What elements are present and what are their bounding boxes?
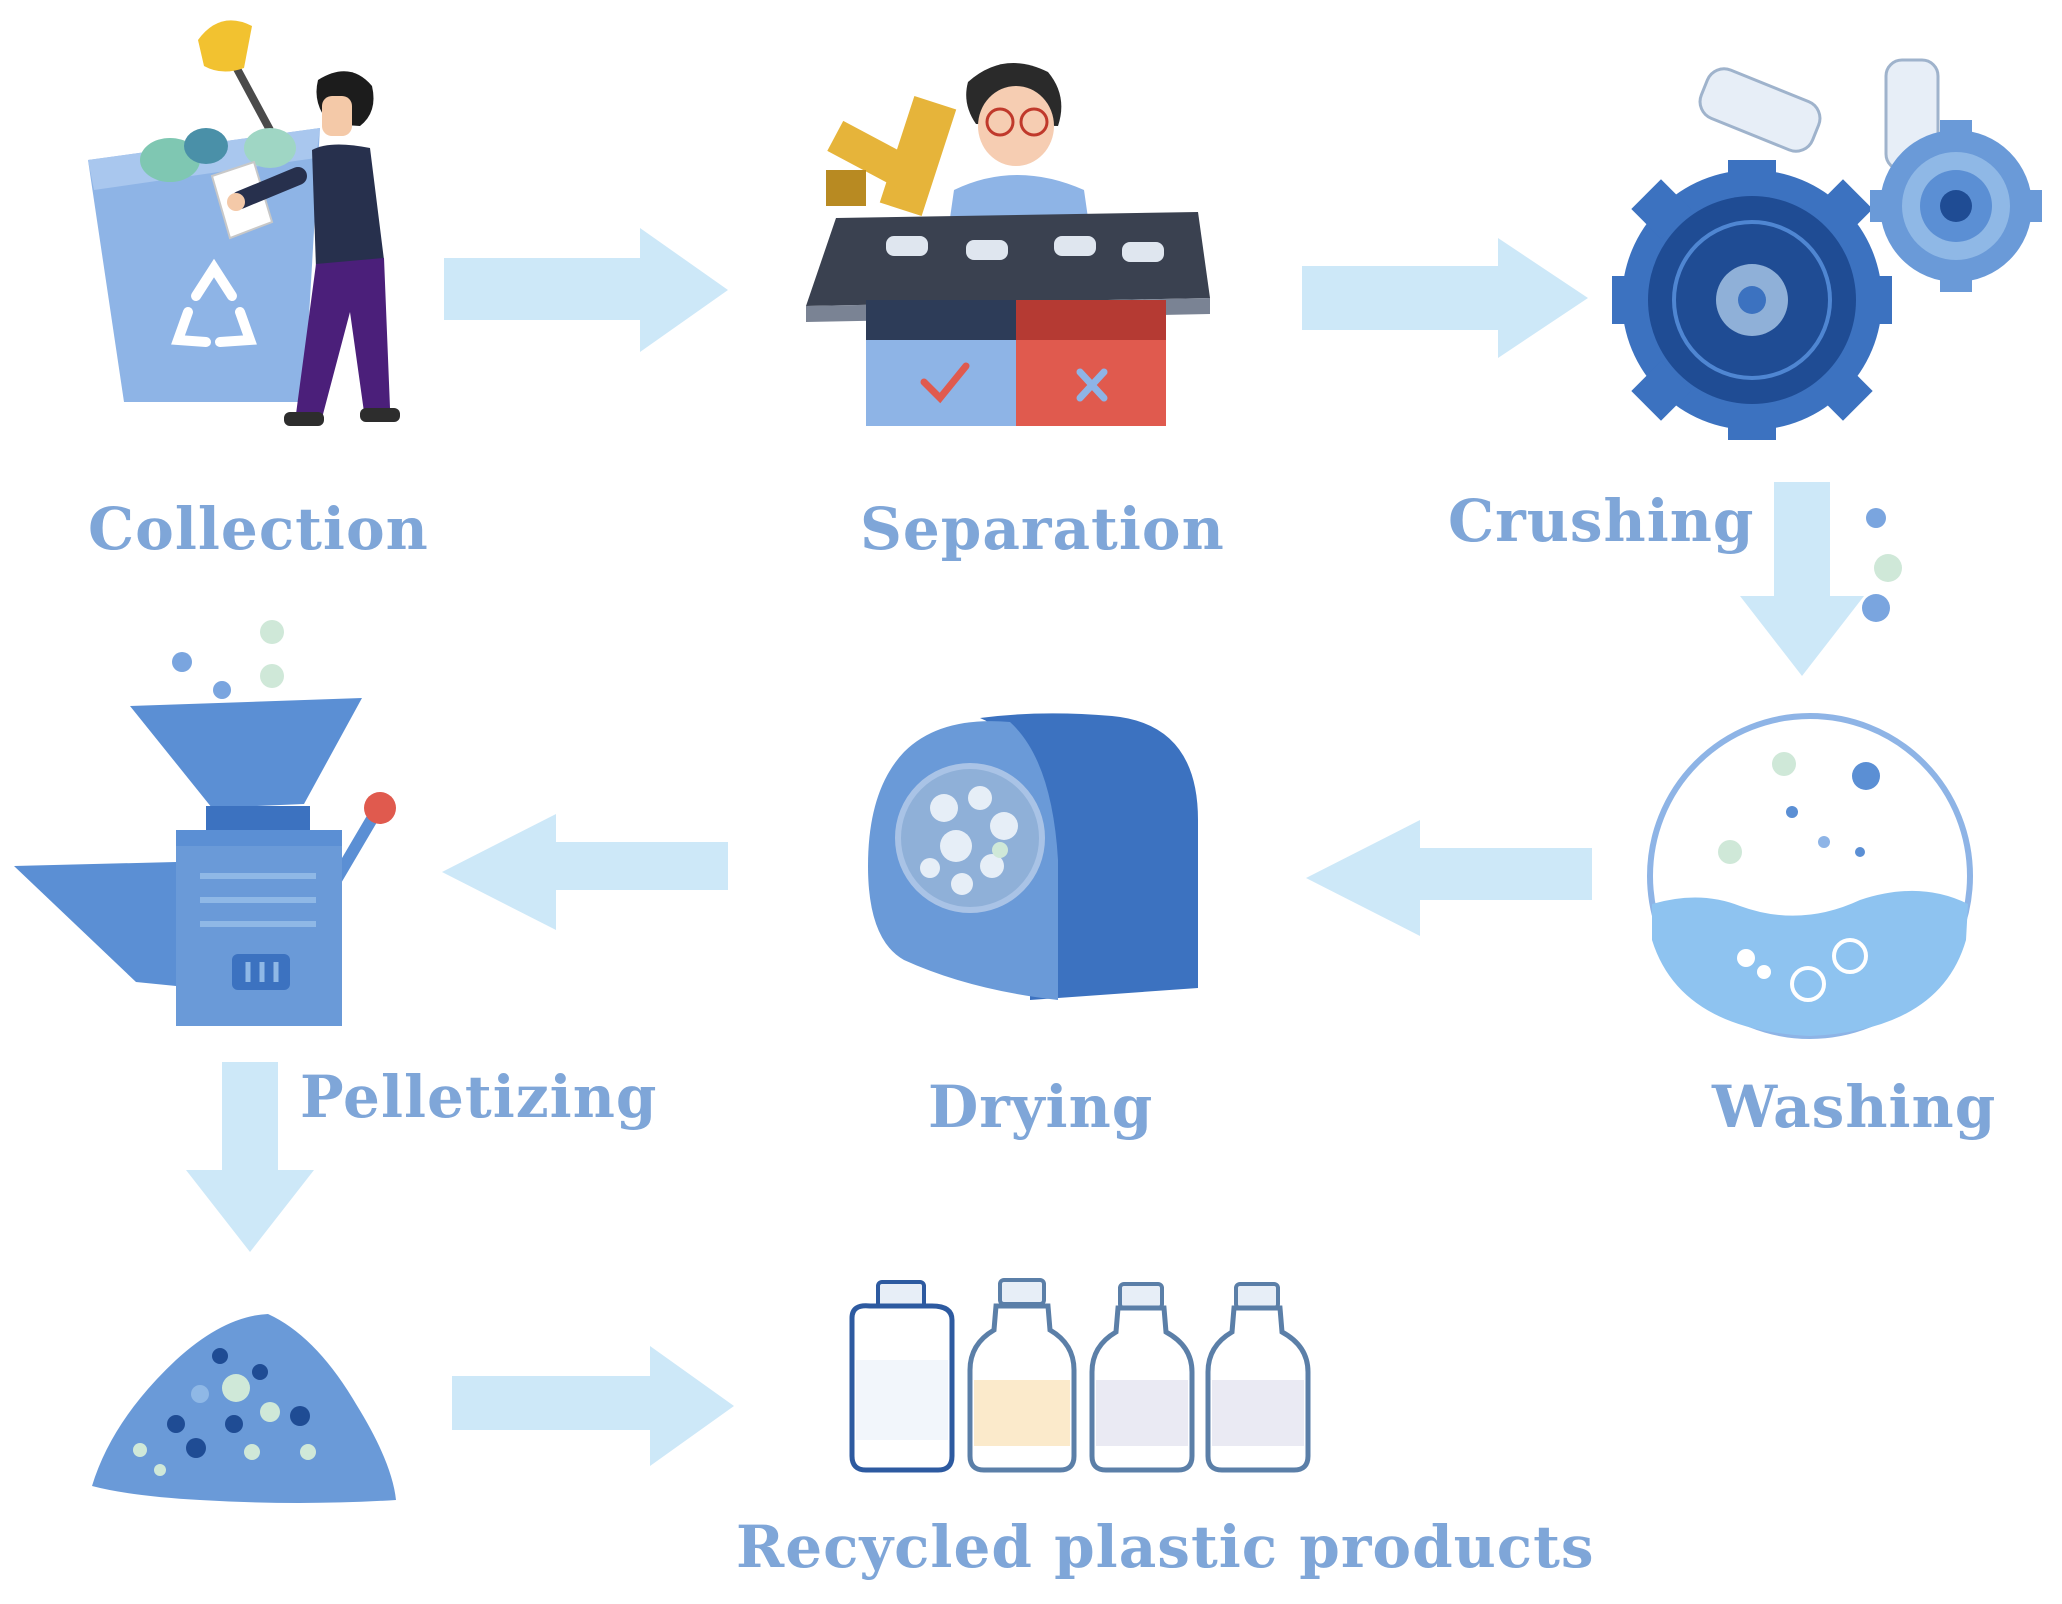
dryer-drum-icon [868, 713, 1198, 1000]
sorting-conveyor-icon [806, 63, 1210, 426]
pelletizer-machine-icon [14, 620, 396, 1026]
step-label-crushing: Crushing [1448, 487, 1755, 555]
step-label-washing: Washing [1712, 1073, 1997, 1141]
step-label-drying: Drying [928, 1073, 1154, 1141]
pellet-pile-icon [92, 1314, 396, 1503]
arrow-pellets-to-products [452, 1346, 734, 1466]
arrow-washing-to-drying [1306, 820, 1592, 936]
step-label-separation: Separation [860, 495, 1225, 563]
step-label-pelletizing: Pelletizing [300, 1063, 658, 1131]
arrow-pelletizing-to-pellets [186, 1062, 314, 1252]
arrow-drying-to-pelletizing [442, 814, 728, 930]
step-label-collection: Collection [88, 495, 429, 563]
arrow-separation-to-crushing [1302, 238, 1588, 358]
plastic-bottles-icon [849, 1278, 1311, 1473]
crusher-gears-icon [1612, 58, 2042, 440]
arrow-collection-to-separation [444, 228, 728, 352]
bubbles-decoration [1862, 508, 1902, 622]
recycling-bin-person-icon [88, 20, 400, 426]
washing-tank-icon [1647, 713, 1973, 1039]
arrow-crushing-to-washing [1740, 482, 1864, 676]
step-label-recycled-products: Recycled plastic products [736, 1513, 1595, 1581]
